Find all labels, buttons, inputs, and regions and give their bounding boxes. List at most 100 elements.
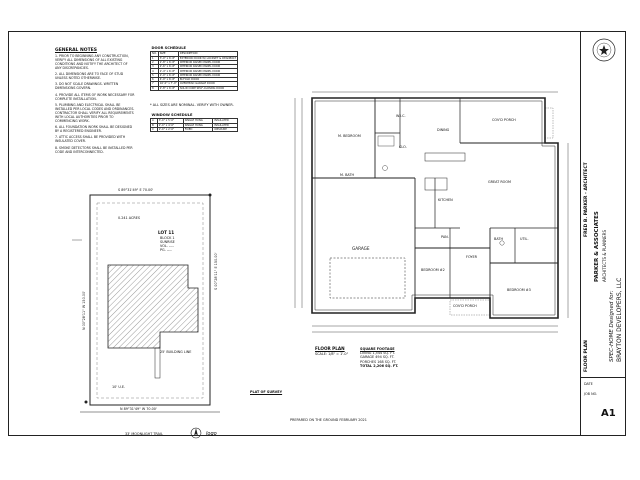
- bathtub: [377, 135, 395, 147]
- plan-scale: SCALE: 1/8" = 1'-0": [315, 352, 349, 356]
- note-item: 2. ALL DIMENSIONS ARE TO FACE OF STUD UN…: [55, 72, 124, 81]
- svg-text:logo: logo: [206, 431, 217, 437]
- job-label: JOB NO.: [584, 392, 598, 396]
- top-bearing: S 89°31'49" E 70.00': [118, 188, 154, 192]
- firm-name: FRED B. PARKER - ARCHITECT: [584, 162, 589, 237]
- general-notes: GENERAL NOTES 1. PRIOR TO BEGINNING ANY …: [55, 48, 135, 157]
- room-label: KITCHEN: [438, 198, 453, 202]
- room-label: FOYER: [466, 255, 478, 259]
- area-row: LIVING 1,544 SQ. FT.: [360, 351, 395, 356]
- lot-sub: SUNRISE: [160, 240, 175, 244]
- lot-sub: VOL. ----: [160, 244, 174, 248]
- area-table-heading: SQUARE FOOTAGE: [360, 347, 395, 351]
- general-notes-heading: GENERAL NOTES: [55, 48, 97, 53]
- bottom-bearing: N 89°31'49" W 70.00': [120, 407, 157, 411]
- street-name: 33' MOONLIGHT TRAIL: [125, 432, 163, 436]
- cell: C: [150, 126, 158, 133]
- firm-sub: PARKER & ASSOCIATES: [594, 211, 600, 282]
- cell: 16'-0" x 7'-0": [157, 81, 179, 87]
- garage-door: [329, 257, 406, 299]
- plot-plan: [72, 193, 220, 413]
- door-schedule-title: DOOR SCHEDULE: [151, 46, 186, 51]
- acreage-label: 0.241 ACRES: [118, 216, 141, 220]
- porch-outline: [449, 299, 491, 316]
- title-block: FRED B. PARKER - ARCHITECT PARKER & ASSO…: [580, 32, 626, 435]
- plan-title: FLOOR PLAN: [315, 346, 345, 351]
- room-label: CLO.: [399, 145, 407, 149]
- date-label: DATE: [584, 382, 593, 386]
- door-schedule-note: * ALL SIZES ARE NOMINAL. VERIFY WITH OWN…: [150, 103, 234, 107]
- cell: FIXED: [182, 126, 214, 133]
- room-label: PAN.: [441, 235, 449, 239]
- room-label: COV'D PORCH: [453, 304, 477, 308]
- room-label: UTIL.: [520, 237, 529, 241]
- cell: 2'-0" x 2'-0": [156, 126, 184, 133]
- sheet-title: FLOOR PLAN: [584, 340, 589, 372]
- room-label: BATH: [494, 237, 504, 241]
- left-bearing: N 00°28'11" W 150.00': [82, 290, 86, 330]
- north-arrow-icon: [190, 427, 202, 439]
- note-item: 5. PLUMBING AND ELECTRICAL SHALL BE INST…: [55, 103, 135, 123]
- area-row: TOTAL 2,206 SQ. FT.: [360, 363, 399, 368]
- architect-seal-icon: [592, 38, 616, 62]
- kitchen-counter: [424, 152, 466, 162]
- note-item: 8. SMOKE DETECTORS SHALL BE INSTALLED PE…: [55, 145, 133, 154]
- cell: EXTERIOR DOOR W/ LOCKSET & DEADBOLT: [177, 55, 239, 61]
- cell: SOLID CORE SELF-CLOSING DOOR: [177, 85, 239, 92]
- room-label: GREAT ROOM: [488, 180, 511, 184]
- toilet: [382, 165, 388, 171]
- area-row: PORCHES 168 SQ. FT.: [360, 359, 397, 364]
- right-bearing: S 00°28'11" E 150.00': [214, 252, 218, 290]
- monument-marker: [84, 400, 88, 404]
- area-row: GARAGE 494 SQ. FT.: [360, 355, 395, 360]
- drawing-sheet: [8, 31, 626, 436]
- area-table: SQUARE FOOTAGE LIVING 1,544 SQ. FT. GARA…: [360, 347, 422, 368]
- client-name: BRAYTON DEVELOPERS, LLC: [616, 277, 623, 362]
- room-label: BEDROOM #3: [507, 288, 531, 292]
- note-item: 7. ATTIC ACCESS SHALL BE PROVIDED WITH I…: [55, 135, 126, 144]
- lot-number: LOT 11: [158, 230, 175, 235]
- sheet-info: DATE JOB NO. A1: [581, 377, 626, 436]
- toilet: [499, 240, 505, 246]
- driveway: [154, 347, 161, 379]
- room-label: BEDROOM #2: [421, 268, 445, 272]
- window-schedule-title: WINDOW SCHEDULE: [151, 113, 193, 118]
- setback-label: 25' BUILDING LINE: [160, 350, 192, 354]
- room-label: GARAGE: [352, 246, 370, 251]
- exterior-wall-inner: [314, 100, 556, 316]
- room-label: M. BATH: [340, 173, 355, 177]
- note-item: 1. PRIOR TO BEGINNING ANY CONSTRUCTION, …: [55, 54, 129, 70]
- lot-boundary: [89, 194, 211, 406]
- company-logo-icon: logo: [206, 431, 217, 437]
- building-setback: [96, 202, 204, 399]
- kitchen-island: [424, 177, 448, 191]
- room-label: M. BEDROOM: [338, 134, 361, 138]
- legal-note-title: PLAT OF SURVEY: [250, 390, 283, 394]
- sheet-number: A1: [601, 408, 616, 419]
- house-footprint: [107, 264, 199, 349]
- note-item: 3. DO NOT SCALE DRAWINGS. WRITTEN DIMENS…: [55, 82, 119, 91]
- porch-outline: [544, 107, 554, 139]
- lot-sub: PG. ----: [160, 248, 172, 252]
- room-label: W.I.C.: [396, 114, 406, 118]
- lot-sub: BLOCK 1: [160, 236, 175, 240]
- firm-sub2: ARCHITECTS & PLANNERS: [602, 229, 607, 282]
- cell: OBSCURE: [212, 126, 238, 133]
- easement-label: 10' U.E.: [112, 385, 126, 389]
- cell: 8: [150, 85, 159, 92]
- note-item: 6. ALL FOUNDATION WORK SHALL BE DESIGNED…: [55, 125, 133, 133]
- monument-marker: [208, 193, 212, 197]
- room-label: DINING: [437, 128, 450, 132]
- note-item: 4. PROVIDE ALL ITEMS OF WORK NECESSARY F…: [55, 92, 135, 101]
- floor-plan: [294, 91, 569, 333]
- room-label: COV'D PORCH: [492, 118, 516, 122]
- project-label: SPEC-HOME Designed for:: [609, 290, 615, 362]
- seal-note: PREPARED ON THE GROUND FEBRUARY 2021: [290, 418, 367, 422]
